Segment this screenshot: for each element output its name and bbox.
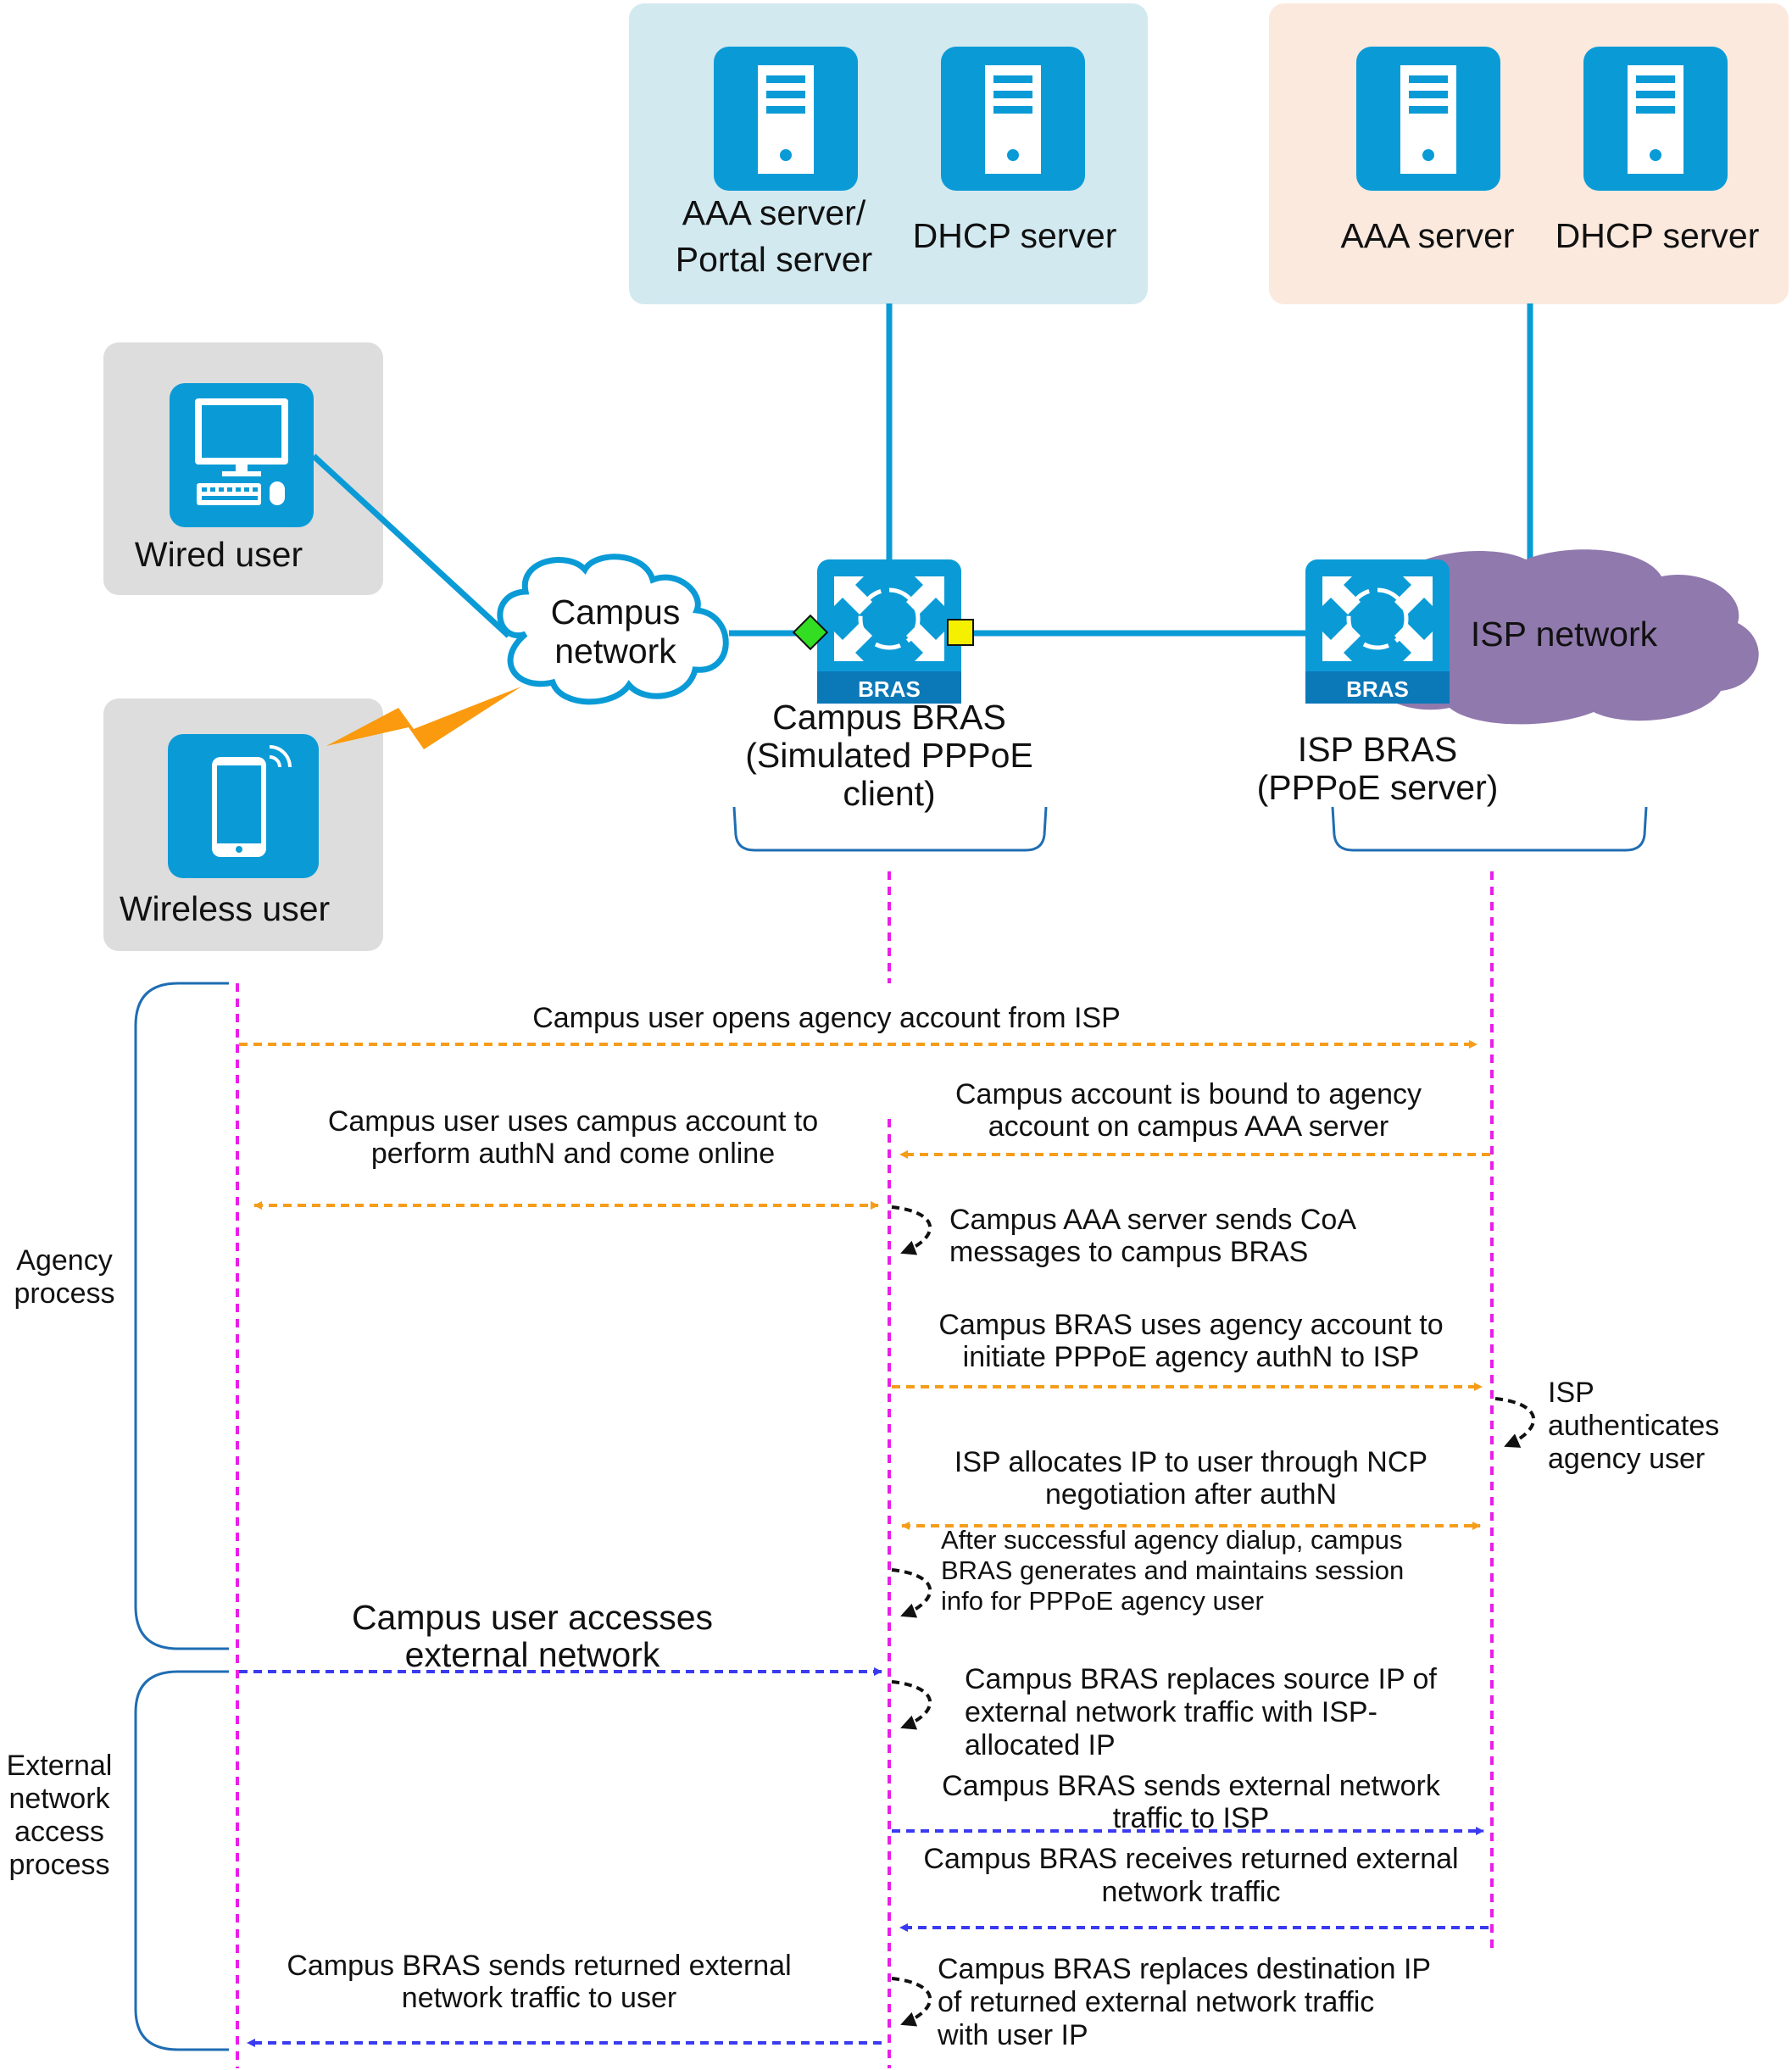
self-arrow-replace-source-ip: [891, 1680, 932, 1730]
isp-bras-badge: BRAS: [1346, 676, 1409, 702]
msg-ip-allocation-1: ISP allocates IP to user through NCP: [954, 1446, 1427, 1478]
isp-network-cloud: [1350, 549, 1759, 725]
wired-user-label: Wired user: [135, 535, 303, 574]
campus-bras-label-3: client): [843, 774, 935, 813]
msg-access-external-1: Campus user accesses: [352, 1598, 713, 1637]
msg-send-to-isp-2: traffic to ISP: [1113, 1802, 1270, 1834]
wired-user-icon: [170, 383, 314, 527]
isp-aaa-server-icon: [1356, 47, 1500, 191]
isp-dhcp-server-label: DHCP server: [1555, 216, 1760, 255]
msg-isp-authn-1: ISP: [1548, 1377, 1594, 1409]
campus-bras-badge: BRAS: [858, 676, 921, 702]
campus-bras-port-yellow: [947, 619, 974, 646]
msg-campus-authn-1: Campus user uses campus account to: [328, 1105, 818, 1138]
self-arrow-isp-authn: [1494, 1397, 1535, 1448]
isp-dhcp-server-icon: [1583, 47, 1728, 191]
campus-network-cloud: [497, 554, 729, 705]
msg-replace-destination-ip-1: Campus BRAS replaces destination IP: [938, 1953, 1431, 1985]
msg-pppoe-authn-1: Campus BRAS uses agency account to: [938, 1309, 1443, 1341]
msg-ip-allocation-2: negotiation after authN: [1045, 1478, 1337, 1511]
msg-access-external-2: external network: [405, 1635, 660, 1674]
msg-campus-authn-2: perform authN and come online: [371, 1138, 775, 1170]
msg-pppoe-authn-2: initiate PPPoE agency authN to ISP: [963, 1341, 1420, 1373]
msg-account-bound-2: account on campus AAA server: [988, 1110, 1389, 1143]
msg-coa-1: Campus AAA server sends CoA: [949, 1204, 1356, 1236]
isp-bras-bracket: [1331, 806, 1648, 852]
external-process-label-1: External: [7, 1750, 113, 1782]
external-process-label-3: access: [14, 1816, 104, 1848]
msg-send-to-isp-1: Campus BRAS sends external network: [942, 1770, 1441, 1802]
campus-portal-server-label: Portal server: [676, 240, 872, 279]
isp-bras-label-2: (PPPoE server): [1257, 768, 1499, 807]
msg-replace-source-ip-1: Campus BRAS replaces source IP of: [965, 1663, 1437, 1695]
campus-bras-bracket: [732, 806, 1048, 852]
campus-network-label-1: Campus: [551, 593, 681, 632]
external-process-label-4: process: [8, 1849, 109, 1881]
agency-process-label-1: Agency: [16, 1244, 112, 1277]
msg-session-info-3: info for PPPoE agency user: [941, 1586, 1264, 1616]
self-arrow-session-info: [891, 1568, 932, 1618]
external-process-bracket: [134, 1670, 229, 2051]
msg-coa-2: messages to campus BRAS: [949, 1236, 1308, 1268]
campus-bras-label-2: (Simulated PPPoE: [745, 736, 1033, 775]
msg-replace-destination-ip-3: with user IP: [937, 2019, 1088, 2051]
msg-isp-authn-2: authenticates: [1548, 1410, 1719, 1442]
msg-receive-returned-2: network traffic: [1101, 1876, 1280, 1908]
self-arrow-coa: [891, 1205, 932, 1255]
isp-network-label: ISP network: [1471, 615, 1658, 654]
msg-replace-source-ip-3: allocated IP: [965, 1729, 1116, 1761]
isp-aaa-server-label: AAA server: [1340, 216, 1514, 255]
campus-aaa-server-label: AAA server/: [682, 193, 866, 232]
link-wired-campus: [311, 454, 511, 638]
campus-bras-label-1: Campus BRAS: [772, 698, 1006, 737]
msg-return-to-user-2: network traffic to user: [402, 1982, 676, 2014]
agency-process-bracket: [134, 982, 229, 1650]
agency-process-label-2: process: [14, 1277, 114, 1310]
campus-bras-port-green: [792, 614, 829, 651]
wireless-user-label: Wireless user: [120, 889, 330, 928]
msg-account-bound-1: Campus account is bound to agency: [955, 1078, 1422, 1110]
campus-network-label-2: network: [554, 632, 676, 671]
msg-replace-destination-ip-2: of returned external network traffic: [938, 1986, 1374, 2018]
msg-session-info-2: BRAS generates and maintains session: [941, 1555, 1404, 1585]
campus-dhcp-server-icon: [941, 47, 1085, 191]
msg-receive-returned-1: Campus BRAS receives returned external: [923, 1843, 1458, 1875]
msg-replace-source-ip-2: external network traffic with ISP-: [965, 1696, 1377, 1728]
msg-isp-authn-3: agency user: [1548, 1443, 1705, 1475]
msg-open-agency-account: Campus user opens agency account from IS…: [532, 1002, 1121, 1034]
external-process-label-2: network: [8, 1783, 110, 1815]
campus-dhcp-server-label: DHCP server: [913, 216, 1117, 255]
self-arrow-replace-destination-ip: [891, 1977, 932, 2027]
wireless-user-icon: [168, 734, 319, 878]
isp-bras-label-1: ISP BRAS: [1298, 730, 1457, 769]
msg-session-info-1: After successful agency dialup, campus: [941, 1525, 1403, 1555]
msg-return-to-user-1: Campus BRAS sends returned external: [287, 1950, 791, 1982]
campus-aaa-server-icon: [714, 47, 858, 191]
wireless-lightning-icon: [326, 687, 521, 749]
